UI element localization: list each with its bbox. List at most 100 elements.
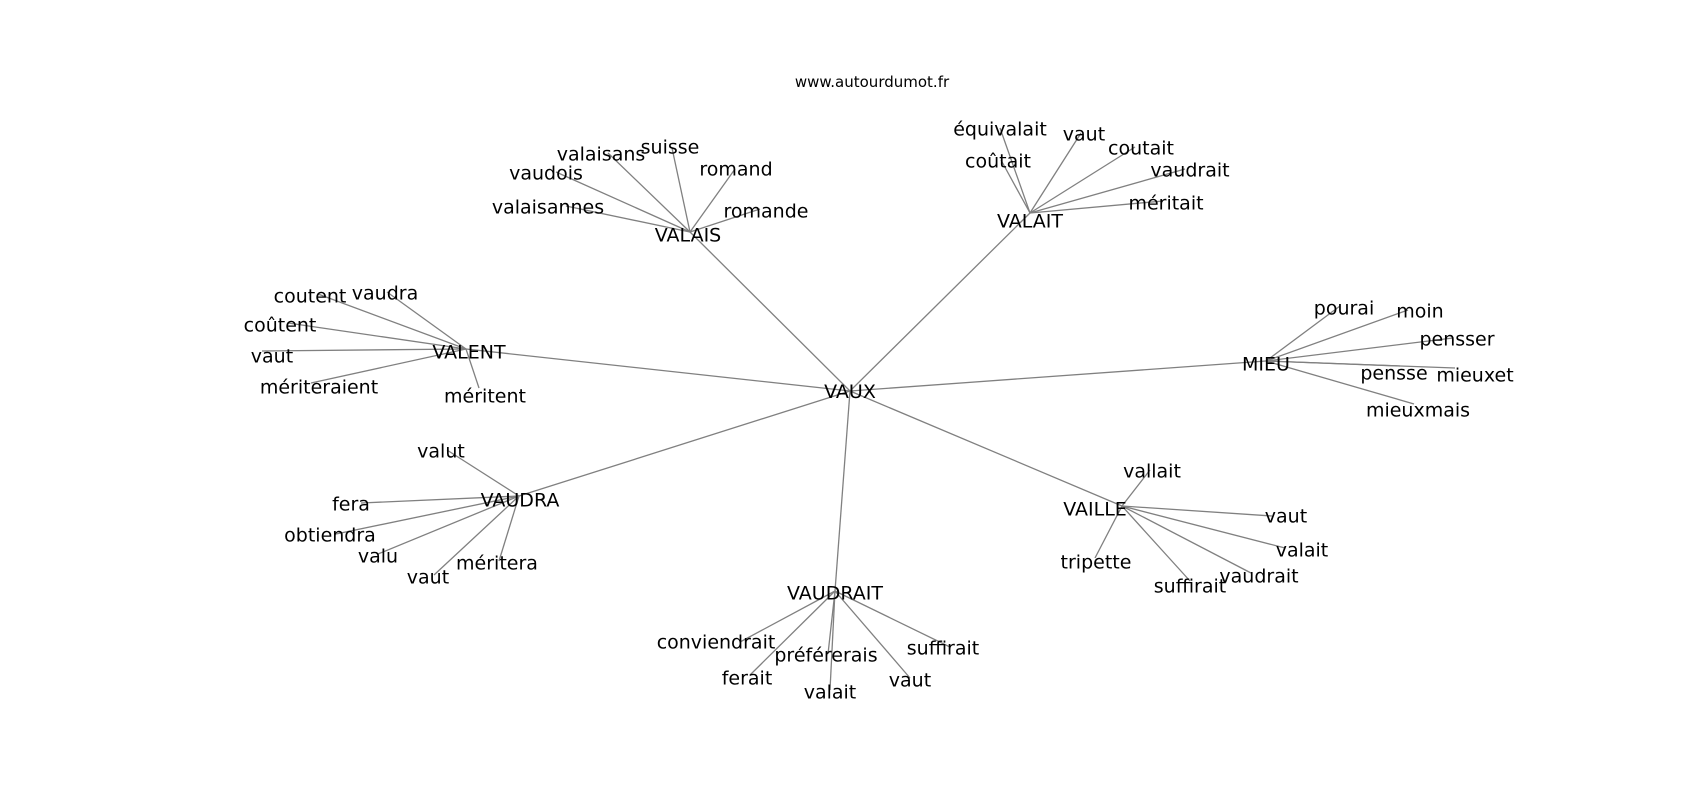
edge-leaf (261, 348, 467, 352)
hub-word: VALAIT (997, 211, 1063, 233)
edge-leaf (1029, 200, 1164, 214)
edge-leaf (360, 495, 520, 504)
hub-word: VAUDRAIT (787, 583, 883, 605)
leaf-word: valaisannes (492, 197, 604, 219)
leaf-word: vaut (251, 346, 293, 368)
edge-leaf (739, 590, 836, 643)
leaf-word: équivalait (953, 119, 1047, 141)
edge-leaf (465, 348, 480, 389)
edge-leaf (565, 205, 691, 233)
edge-leaf (310, 348, 467, 384)
hub-word: MIEU (1242, 354, 1290, 376)
edge-leaf (1121, 505, 1273, 517)
site-url: www.autourdumot.fr (795, 73, 950, 91)
leaf-word: préférerais (774, 645, 877, 667)
hub-word: VAUDRA (481, 490, 560, 512)
leaf-word: suffirait (907, 638, 980, 660)
edge-leaf (287, 322, 467, 350)
edge-leaf (1094, 505, 1123, 559)
edge-leaf (999, 127, 1031, 214)
leaf-word: méritera (456, 553, 538, 575)
edge-leaf (671, 147, 691, 233)
edge-leaf (1121, 505, 1191, 582)
leaf-word: coutait (1108, 138, 1174, 160)
edge-leaf (834, 590, 911, 679)
leaf-word: fera (332, 494, 370, 516)
edge-leaf (377, 495, 520, 555)
leaf-word: tripette (1061, 552, 1132, 574)
edge-leaf (1121, 505, 1252, 574)
leaf-word: vaudois (509, 163, 583, 185)
edge-leaf (1265, 309, 1409, 362)
leaf-word: méritent (444, 386, 526, 408)
edge-leaf (1121, 505, 1286, 549)
leaf-word: mieuxmais (1366, 400, 1470, 422)
leaf-word: coûtait (965, 151, 1031, 173)
edge-leaf (1029, 132, 1082, 214)
leaf-word: vaudrait (1219, 566, 1298, 588)
edge-leaf (1265, 337, 1454, 362)
hub-word: VALENT (432, 342, 506, 364)
edge-leaf (689, 208, 761, 233)
edge-leaf (1265, 360, 1456, 369)
leaf-word: conviendrait (657, 632, 776, 654)
leaf-word: vaut (407, 567, 449, 589)
edges (261, 127, 1456, 691)
edge-center-vaudrait (834, 390, 851, 592)
leaf-word: vaudra (352, 283, 418, 305)
leaf-word: vallait (1123, 461, 1181, 483)
leaf-word: ferait (722, 668, 773, 690)
edge-leaf (498, 495, 520, 562)
edge-leaf (749, 590, 836, 676)
leaf-word: mériteraient (260, 377, 378, 399)
edge-leaf (1121, 469, 1151, 507)
edge-center-vaille (849, 390, 1123, 507)
edge-leaf (689, 168, 736, 233)
leaf-word: valaisans (557, 144, 646, 166)
edge-leaf (446, 449, 520, 497)
edge-leaf (386, 291, 467, 350)
leaf-word: romande (724, 201, 809, 223)
leaf-word: moin (1396, 301, 1443, 323)
leaf-word: valait (804, 682, 857, 704)
hub-word: VALAIS (655, 225, 721, 247)
hub-word: VAILLE (1063, 499, 1127, 521)
edge-leaf (607, 152, 691, 233)
edge-leaf (1265, 305, 1341, 362)
edge-leaf (1029, 146, 1136, 214)
edge-leaf (335, 495, 520, 535)
edge-leaf (1265, 360, 1415, 405)
edge-center-valais (689, 231, 851, 392)
edge-leaf (829, 590, 836, 691)
leaf-word: suisse (641, 137, 700, 159)
edge-leaf (1000, 159, 1031, 214)
edge-leaf (555, 171, 691, 233)
leaf-word: coûtent (244, 315, 317, 337)
leaf-word: pourai (1314, 298, 1374, 320)
edge-leaf (317, 293, 467, 350)
leaf-word: vaut (1063, 124, 1105, 146)
leaf-word: pensse (1360, 363, 1427, 385)
edge-leaf (1029, 168, 1186, 214)
leaf-word: coutent (274, 286, 347, 308)
leaf-word: vaut (889, 670, 931, 692)
leaf-word: mieuxet (1436, 365, 1513, 387)
edge-center-mieu (849, 360, 1267, 392)
edge-leaf (834, 590, 951, 648)
leaf-word: valu (358, 546, 398, 568)
leaf-word: romand (699, 159, 772, 181)
leaf-word: valut (417, 441, 465, 463)
edge-center-valent (465, 348, 851, 392)
leaf-word: suffirait (1154, 576, 1227, 598)
leaf-word: valait (1276, 540, 1329, 562)
edge-center-vaudra (518, 390, 851, 497)
leaf-word: vaut (1265, 506, 1307, 528)
labels: www.autourdumot.fr VAUX VALAISvalaisanss… (244, 73, 1514, 704)
leaf-word: pensser (1419, 329, 1494, 351)
leaf-word: méritait (1128, 193, 1203, 215)
edge-center-valait (849, 212, 1031, 392)
leaf-word: vaudrait (1150, 160, 1229, 182)
leaf-word: obtiendra (284, 525, 376, 547)
center-word: VAUX (824, 381, 876, 403)
